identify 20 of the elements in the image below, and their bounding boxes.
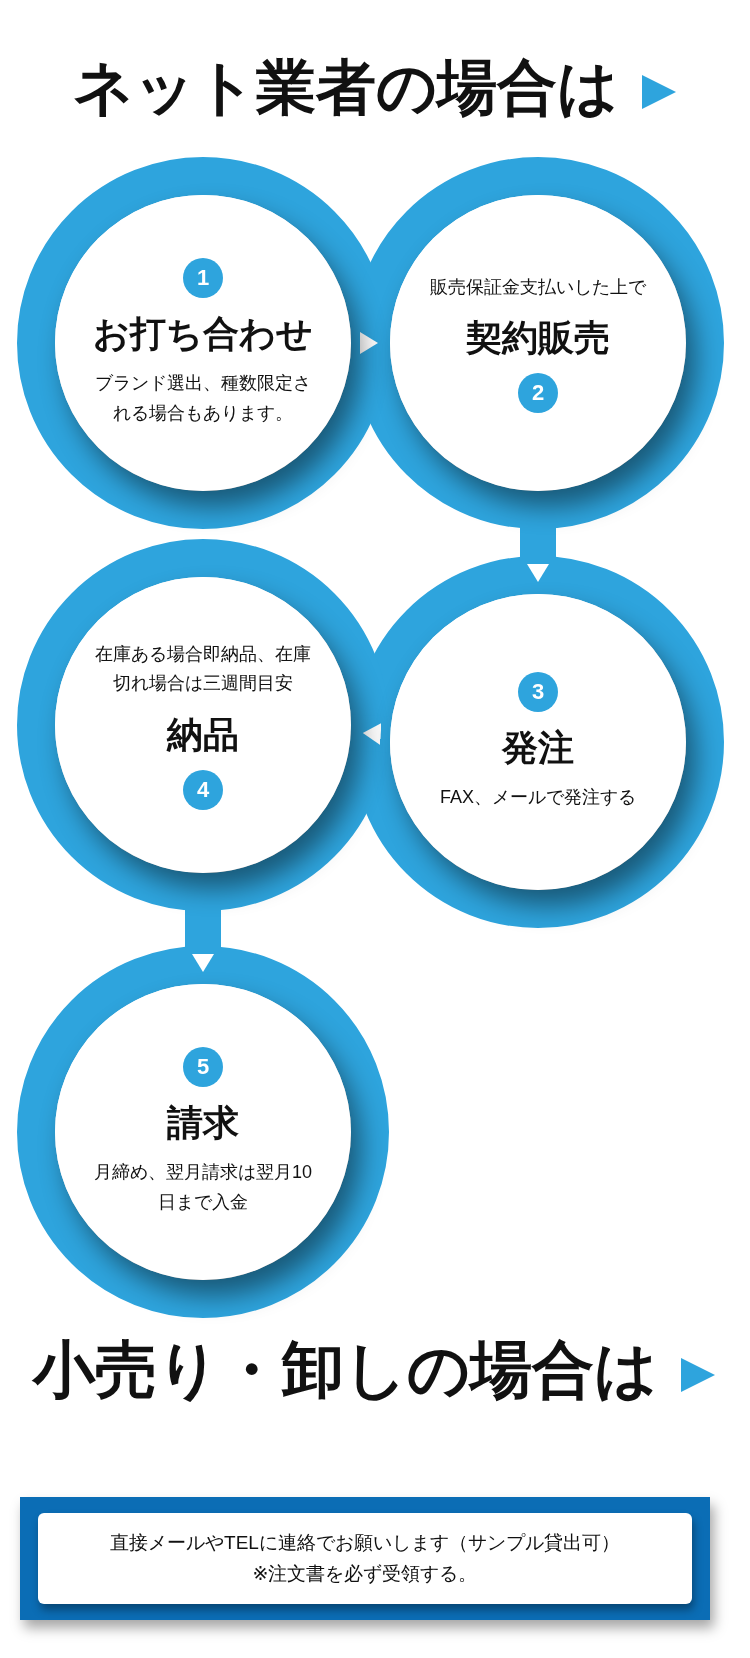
step-description: 在庫ある場合即納品、在庫切れ場合は三週間目安 (94, 642, 312, 696)
step-description: FAX、メールで発注する (440, 785, 636, 809)
step-title: 発注 (502, 725, 574, 769)
step-title: 納品 (167, 713, 239, 757)
step-number: 2 (518, 373, 558, 414)
heading: 小売り・卸しの場合は (33, 1334, 657, 1406)
note-text: 直接メールやTELに連絡でお願いします（サンプル貸出可） (110, 1531, 620, 1556)
step-description: 販売保証金支払いした上で (430, 275, 646, 299)
step-title: 契約販売 (466, 316, 610, 360)
step-description: 月締め、翌月請求は翌月10日まで入金 (93, 1160, 313, 1214)
step-title: お打ち合わせ (93, 311, 313, 355)
step-number: 3 (518, 671, 558, 712)
step-number: 5 (183, 1046, 223, 1087)
step-description: ブランド選出、種数限定される場合もあります。 (94, 371, 312, 425)
note-panel (20, 1497, 710, 1620)
step-title: 請求 (167, 1100, 239, 1144)
step-number: 4 (183, 770, 223, 811)
step-number: 1 (183, 257, 223, 298)
note-text: ※注文書を必ず受領する。 (252, 1561, 478, 1586)
heading: ネット業者の場合は (72, 53, 618, 123)
